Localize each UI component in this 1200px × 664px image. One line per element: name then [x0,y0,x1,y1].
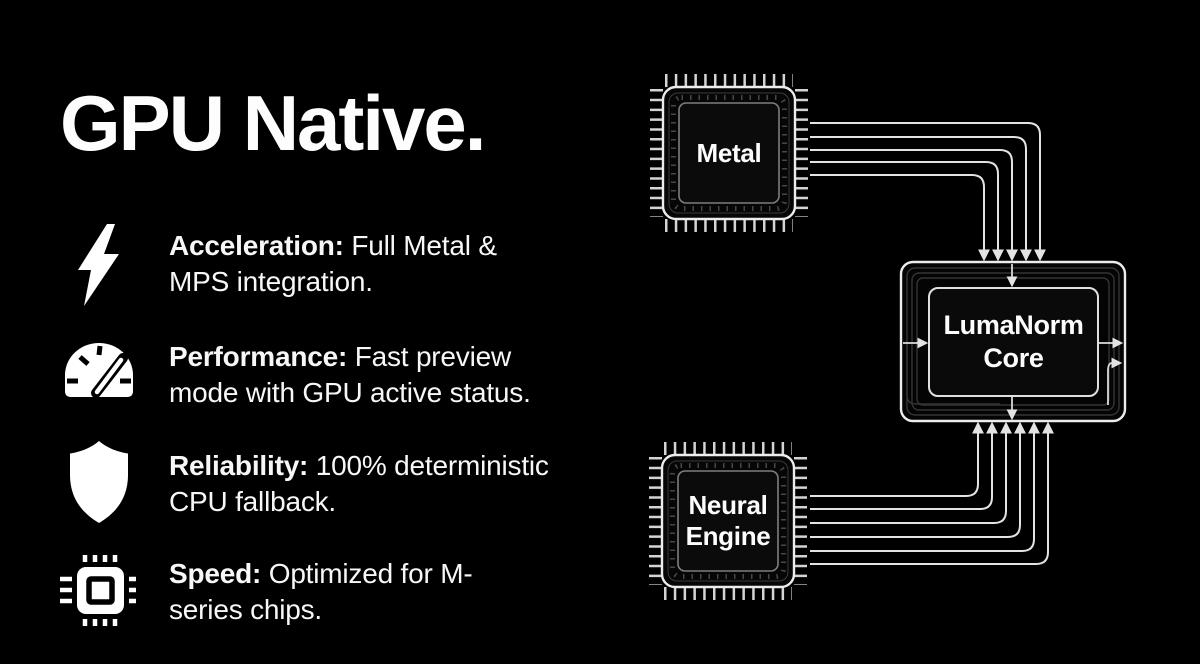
core-lumanorm [899,260,1127,423]
page-title: GPU Native. [60,79,486,167]
feature-item-speed: Speed: Optimized for M-series chips. [60,555,504,629]
neural-to-core-traces [810,421,1054,565]
feature-text: Performance: Fast preview mode with GPU … [169,341,531,408]
feature-label: Acceleration: [169,230,344,261]
feature-label: Speed: [169,558,262,589]
chip-metal [650,74,808,232]
chip-icon [60,555,138,629]
feature-text: Speed: Optimized for M-series chips. [169,558,473,625]
feature-item-reliability: Reliability: 100% deterministic CPU fall… [60,441,569,523]
chip-neural-engine [649,442,807,600]
speedometer-icon [60,339,138,399]
feature-label: Performance: [169,341,348,372]
feature-item-performance: Performance: Fast preview mode with GPU … [60,339,564,411]
chip-neural-engine-label: Neural Engine [685,490,771,551]
feature-item-acceleration: Acceleration: Full Metal & MPS integrati… [60,224,549,306]
lightning-icon [60,224,138,306]
feature-text: Reliability: 100% deterministic CPU fall… [169,450,549,517]
chip-metal-label: Metal [696,137,762,168]
shield-icon [60,441,138,523]
feature-text: Acceleration: Full Metal & MPS integrati… [169,230,497,297]
metal-to-core-traces [810,122,1046,262]
feature-label: Reliability: [169,450,309,481]
core-lumanorm-label: LumaNorm Core [943,310,1084,373]
core-io-arrows [903,264,1124,421]
